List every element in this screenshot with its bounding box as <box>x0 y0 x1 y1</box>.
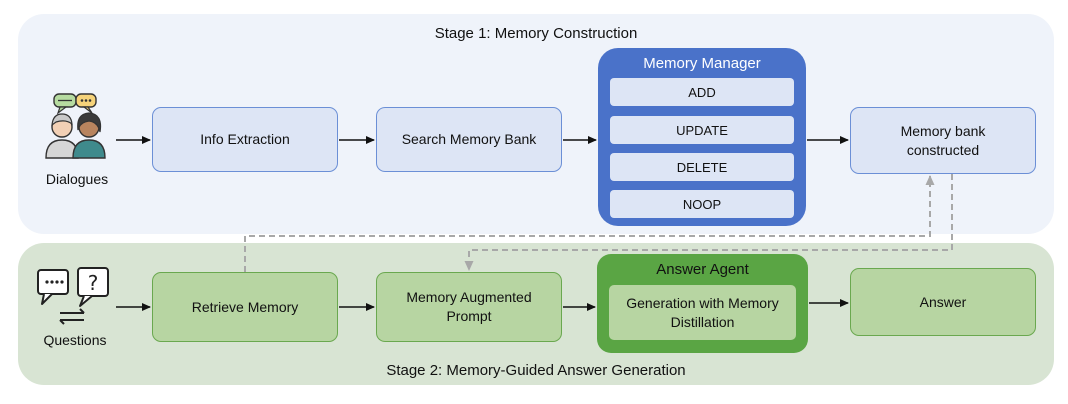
op-update: UPDATE <box>610 116 794 144</box>
retrieve-memory-box: Retrieve Memory <box>152 272 338 342</box>
questions-label: Questions <box>43 332 107 348</box>
svg-text:?: ? <box>88 271 99 295</box>
dialogues-label: Dialogues <box>45 171 109 187</box>
questions-icon: ? <box>37 267 109 325</box>
op-delete: DELETE <box>610 153 794 181</box>
memory-augmented-prompt-box: Memory Augmented Prompt <box>376 272 562 342</box>
op-noop: NOOP <box>610 190 794 218</box>
op-add: ADD <box>610 78 794 106</box>
memory-bank-box: Memory bank constructed <box>850 107 1036 174</box>
answer-agent-box: Answer Agent Generation with Memory Dist… <box>597 254 808 353</box>
dashed-retrieve-to-bank <box>244 175 935 272</box>
answer-agent-title: Answer Agent <box>656 261 749 278</box>
stage2-title: Stage 2: Memory-Guided Answer Generation <box>386 362 686 379</box>
info-extraction-box: Info Extraction <box>152 107 338 172</box>
answer-box: Answer <box>850 268 1036 336</box>
search-memory-bank-box: Search Memory Bank <box>376 107 562 172</box>
dashed-bank-to-prompt <box>464 174 953 271</box>
stage1-title: Stage 1: Memory Construction <box>434 25 638 42</box>
memory-manager-title: Memory Manager <box>643 55 761 72</box>
memory-manager-box: Memory Manager ADD UPDATE DELETE NOOP <box>598 48 806 226</box>
generation-with-memory-distillation-box: Generation with Memory Distillation <box>609 285 796 340</box>
dialogues-icon <box>45 93 106 159</box>
